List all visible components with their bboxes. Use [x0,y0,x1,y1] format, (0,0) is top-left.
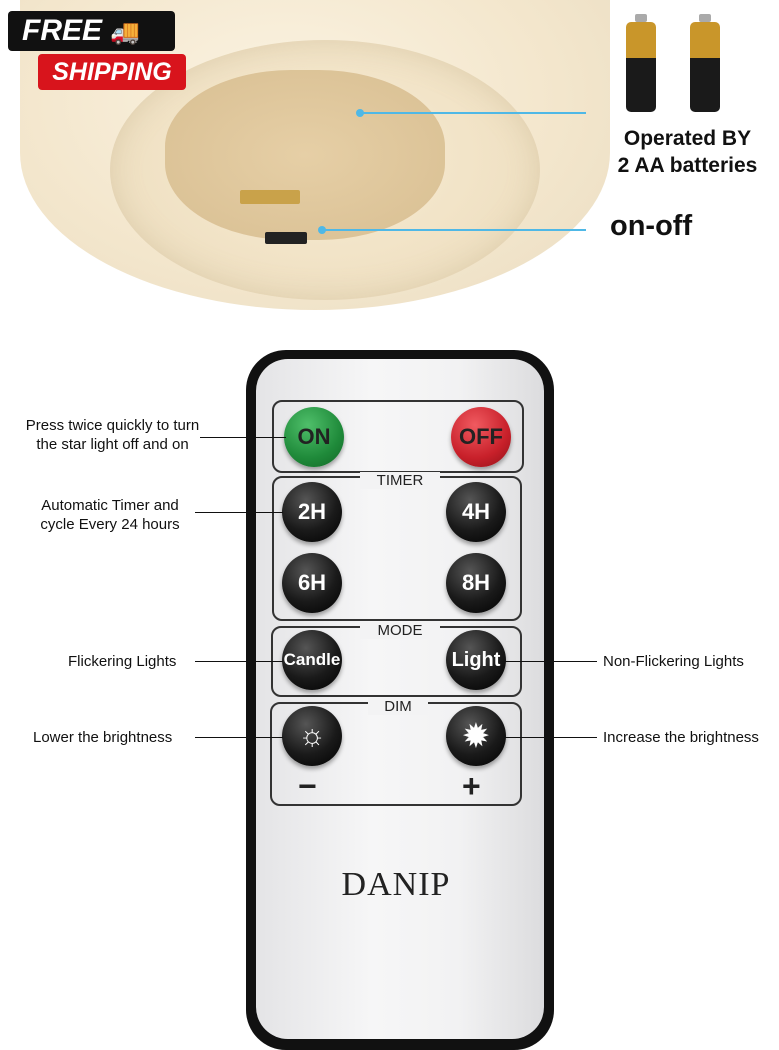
annotation-line [505,661,597,662]
battery-contact [240,190,300,204]
timer-6h-button[interactable]: 6H [282,553,342,613]
switch-caption: on-off [610,210,693,242]
timer-2h-button[interactable]: 2H [282,482,342,542]
pointer-dot [318,226,326,234]
candle-annotation: Flickering Lights [68,653,177,670]
mode-label: MODE [360,622,440,639]
timer-8h-button[interactable]: 8H [446,553,506,613]
dim-up-button[interactable]: ✹ [446,706,506,766]
free-badge: FREE 🚚 [8,11,175,51]
battery-compartment [165,70,445,240]
battery-caption-line1: Operated BY [623,127,752,150]
annotation-line [200,437,286,438]
power-annotation: Press twice quickly to turn the star lig… [25,417,200,453]
battery-icon [626,14,656,112]
timer-label: TIMER [360,472,440,489]
annotation-line [505,737,597,738]
brand-logo: DANIP [341,866,451,903]
battery-caption: Operated BY 2 AA batteries [596,125,779,179]
shipping-badge: SHIPPING [38,54,186,90]
annotation-line [195,661,283,662]
dim-down-annotation: Lower the brightness [33,729,173,746]
annotation-line [195,512,283,513]
badge-free-text: FREE [22,14,103,47]
timer-annotation: Automatic Timer and cycle Every 24 hours [40,497,180,533]
dim-up-annotation: Increase the brightness [603,729,759,746]
battery-icon [690,14,720,112]
dim-down-button[interactable]: ☼ [282,706,342,766]
battery-caption-line2: 2 AA batteries [617,154,758,177]
timer-4h-button[interactable]: 4H [446,482,506,542]
light-annotation: Non-Flickering Lights [603,653,744,670]
pointer-dot [356,109,364,117]
on-off-switch [265,232,307,244]
plus-label: + [462,768,481,804]
sun-outline-icon: ☼ [298,719,326,752]
pointer-line [362,112,586,114]
off-button[interactable]: OFF [451,407,511,467]
light-mode-button[interactable]: Light [446,630,506,690]
sun-filled-icon: ✹ [463,719,489,753]
annotation-line [195,737,283,738]
truck-icon: 🚚 [110,19,140,46]
minus-label: − [298,768,317,804]
candle-mode-button[interactable]: Candle [282,630,342,690]
dim-label: DIM [368,698,428,715]
pointer-line [324,229,586,231]
on-button[interactable]: ON [284,407,344,467]
